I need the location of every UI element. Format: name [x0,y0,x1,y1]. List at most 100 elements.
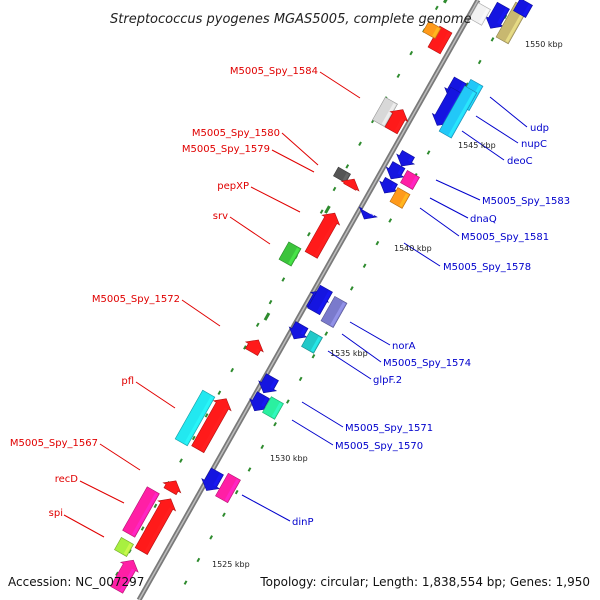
gene-dinp-box [215,472,241,504]
gene-label-m5005-spy-1579: M5005_Spy_1579 [182,144,270,155]
gene-m5005-spy-1578-arrow [358,206,378,220]
minor-tick [349,286,354,291]
right-gene-labels: udp nupC deoC M5005_Spy_1583 dnaQ M5005_… [292,123,570,528]
gene-label-m5005-spy-1584: M5005_Spy_1584 [230,66,318,77]
gene-dnaq-arrow [379,177,399,194]
connector-right [301,401,344,428]
gene-label-dinp: dinP [292,517,314,528]
tick-label-1550: 1550 kbp [525,40,563,49]
minor-tick [358,141,362,146]
gene-top-blue-arrow [485,1,510,29]
minor-tick [234,489,239,495]
gene-m5005-spy-1580-box [333,166,351,184]
left-gene-labels: M5005_Spy_1584 M5005_Spy_1580 M5005_Spy_… [10,66,318,519]
gene-m5005-spy-1579-arrow [340,178,360,192]
connector-right [475,115,519,144]
minor-tick [324,331,329,336]
minor-tick [247,467,252,472]
minor-tick [375,240,380,246]
minor-tick [243,345,247,350]
minor-tick [115,571,119,577]
connector-right [327,350,372,380]
connector-right [403,242,441,267]
gene-top-orange-box [422,20,442,40]
gene-deoc-arrow [396,150,416,167]
connector-left [135,381,176,409]
connector-right [419,207,460,237]
gene-srv-box [278,241,302,267]
tick-label-1535: 1535 kbp [330,349,368,358]
connector-right [291,419,334,446]
minor-tick [222,512,226,517]
minor-tick [388,218,393,223]
gene-pfl-box [174,389,216,447]
minor-tick [477,59,482,65]
minor-tick [298,376,303,382]
gene-nora-box [307,284,333,316]
gene-label-dnaq: dnaQ [470,214,497,225]
minor-tick [255,322,260,328]
minor-tick [362,263,367,268]
gene-glpf2-arrow [288,321,309,340]
gene-label-m5005-spy-1571: M5005_Spy_1571 [345,423,433,434]
tick-label-1530: 1530 kbp [270,454,308,463]
minor-tick [465,82,469,87]
connector-left [250,186,301,213]
gene-spi-arrow [110,559,139,594]
gene-label-m5005-spy-1574: M5005_Spy_1574 [383,358,471,369]
minor-tick [153,503,158,509]
gene-m5005-spy-1584b-arrow [384,109,409,135]
gene-m5005-spy-1570-box [262,396,284,420]
tick-label-1525: 1525 kbp [212,560,250,569]
gene-nupc-box [438,85,478,139]
genome-summary-text: Topology: circular; Length: 1,838,554 bp… [259,575,590,589]
gene-label-nupc: nupC [521,139,547,150]
gene-top-white-box [469,2,491,26]
tick-labels: 1525 kbp 1530 kbp 1535 kbp 1540 kbp 1545… [212,40,563,569]
connector-right [241,494,291,522]
minor-tick [434,5,439,11]
minor-tick [230,367,235,373]
gene-recd-arrow [134,498,177,555]
connector-left [79,480,125,504]
minor-tick [140,526,145,531]
gene-label-pepxp: pepXP [217,181,249,192]
genome-backbone-highlight [138,0,479,600]
minor-tick [191,435,196,441]
connector-left [229,216,271,245]
gene-spi-box [114,537,134,557]
gene-label-m5005-spy-1581: M5005_Spy_1581 [461,232,549,243]
gene-label-m5005-spy-1580: M5005_Spy_1580 [192,128,280,139]
minor-tick [204,413,209,418]
minor-tick [396,73,401,79]
gene-features [110,0,533,594]
gene-m5005-spy-1567-arrow [162,480,182,496]
minor-tick [426,150,431,155]
gene-label-nora: norA [392,341,416,352]
gene-m5005-spy-1583-arrow [385,161,406,180]
connector-right [435,179,481,201]
connector-right [349,321,391,346]
gene-top-blue-box [513,0,533,18]
accession-text: Accession: NC_007297 [8,575,144,589]
minor-tick [260,444,265,450]
minor-tick [345,164,350,169]
minor-tick [311,354,316,359]
gene-pfl-arrow [191,398,232,454]
minor-tick [217,390,222,395]
gene-m5005-spy-1581-box [389,187,411,209]
connector-right [341,333,382,363]
gene-label-m5005-spy-1567: M5005_Spy_1567 [10,438,98,449]
tick-label-1545: 1545 kbp [458,141,496,150]
gene-label-udp: udp [530,123,549,134]
gene-label-m5005-spy-1572: M5005_Spy_1572 [92,294,180,305]
gene-label-glpf2: glpF.2 [373,375,402,386]
connector-left [281,132,319,166]
gene-label-deoc: deoC [507,156,533,167]
minor-tick [332,186,337,192]
connector-left [271,149,315,173]
gene-label-srv: srv [213,211,228,222]
major-tick [324,205,331,214]
minor-tick [209,535,213,540]
